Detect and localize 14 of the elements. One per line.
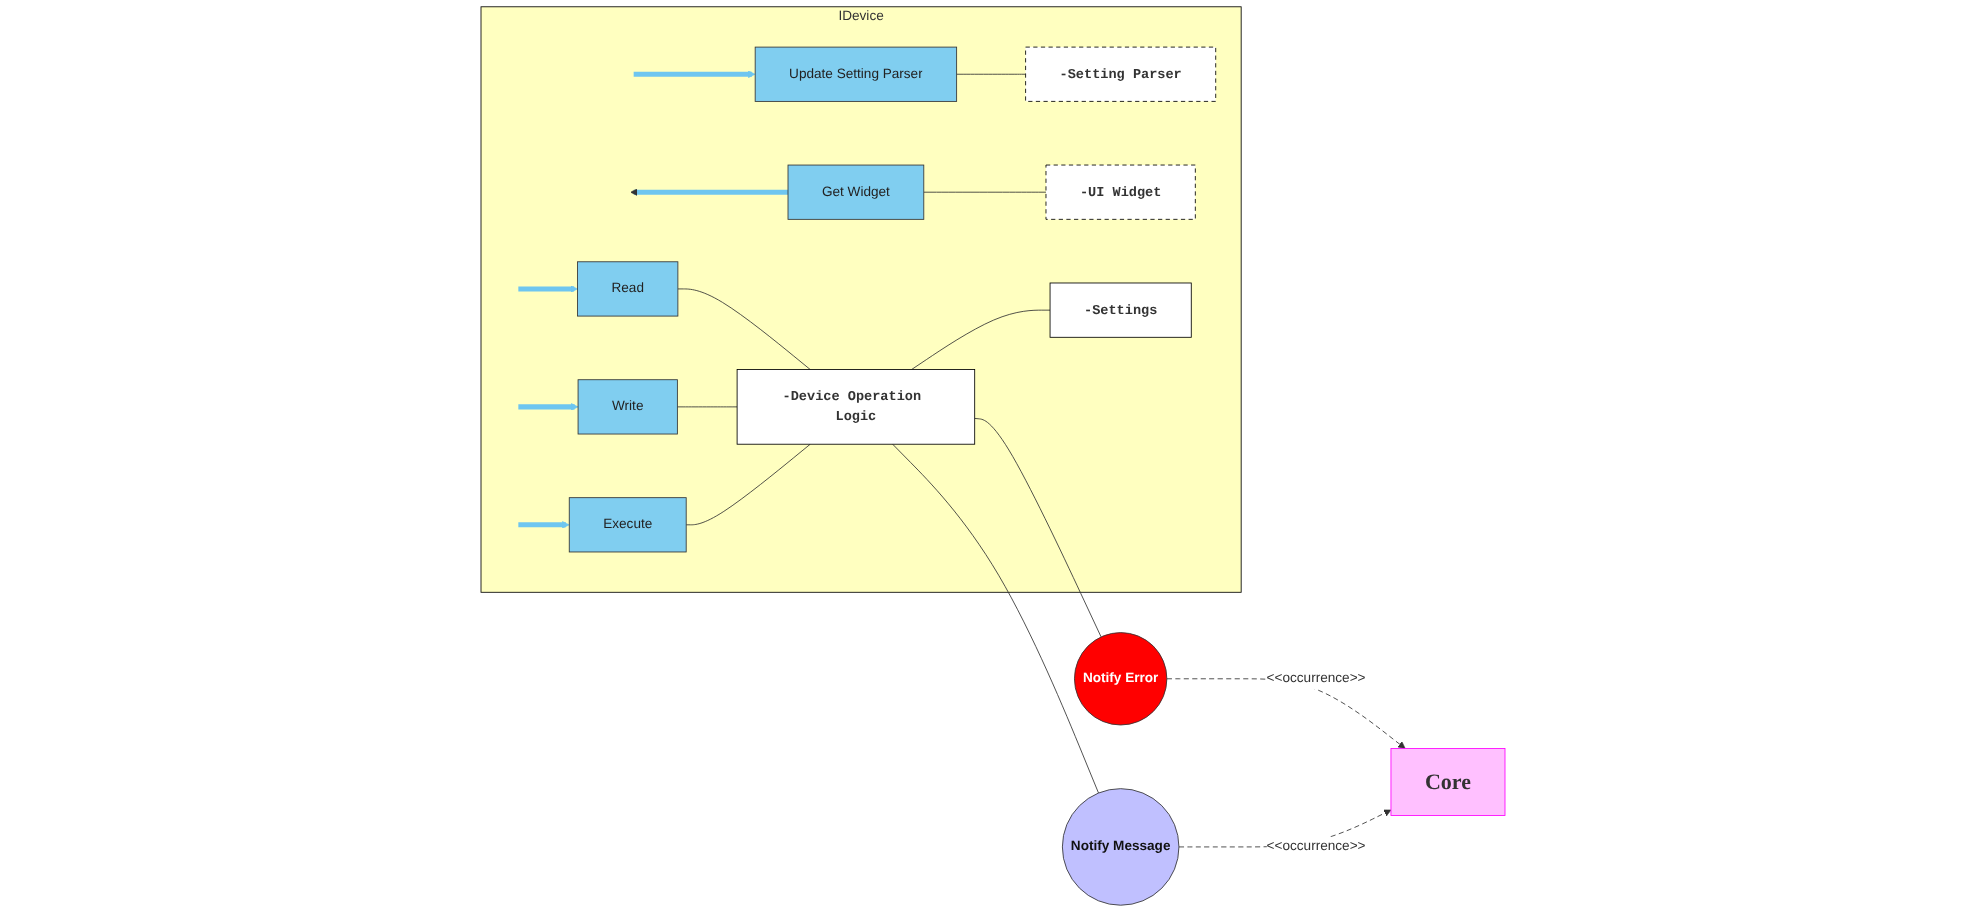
- connector-line: [974, 418, 1102, 638]
- arrow: [630, 188, 788, 196]
- connector-line: [685, 443, 811, 526]
- connector-line: [892, 443, 1099, 794]
- connector-line: [956, 73, 1027, 75]
- connector-line: [676, 406, 738, 408]
- component-box: Core: [1390, 748, 1506, 816]
- arrow: [518, 285, 578, 293]
- arrow: [633, 70, 756, 78]
- connector-line: [677, 288, 811, 370]
- arrow: [518, 403, 579, 411]
- connector-line: [911, 309, 1051, 370]
- connector-line: [923, 191, 1047, 193]
- arrow: [518, 521, 570, 529]
